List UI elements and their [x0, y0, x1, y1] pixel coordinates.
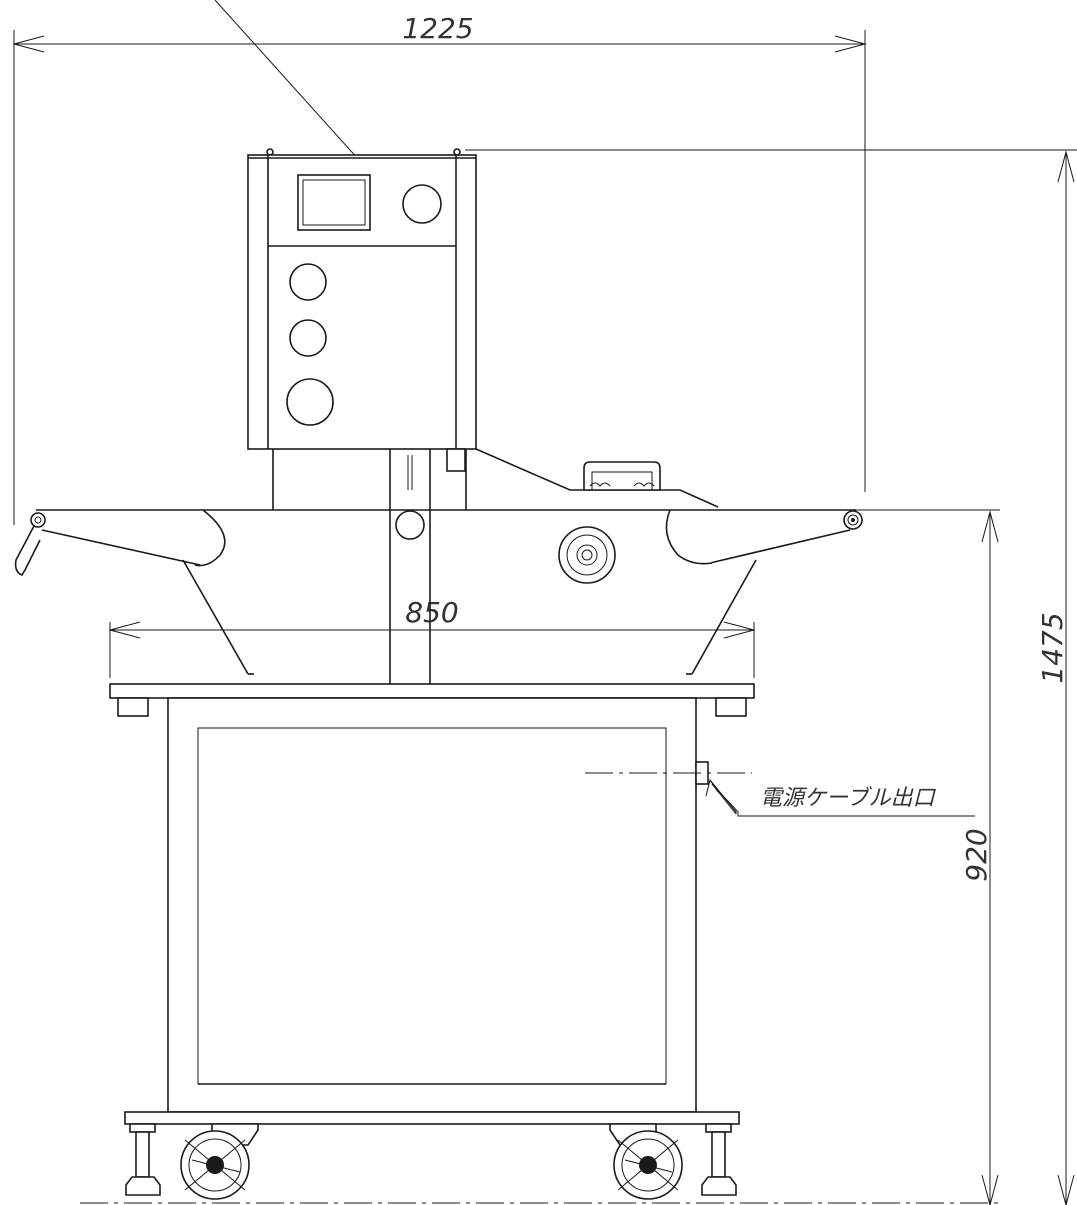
- callout-power-cable: 電源ケーブル出口: [705, 778, 975, 817]
- dimension-label-table-height: 920: [960, 828, 993, 881]
- cabinet-frame: [167, 697, 697, 1113]
- support-column: [272, 448, 467, 684]
- button-2: [289, 319, 327, 357]
- dimension-table-height: 920: [855, 509, 1000, 1205]
- dimension-overall-width: 1225: [12, 12, 867, 525]
- control-cabinet: [247, 148, 477, 450]
- conveyor: [14, 509, 863, 675]
- dimension-label-height: 1475: [1036, 612, 1069, 683]
- emergency-stop-button: [286, 378, 334, 426]
- left-roller: [30, 512, 46, 528]
- button-top: [402, 184, 442, 224]
- caster-right: [609, 1123, 737, 1200]
- touch-screen: [297, 174, 371, 231]
- table-top: [109, 683, 755, 699]
- button-1: [289, 263, 327, 301]
- sensor-arm: [475, 448, 719, 508]
- dimension-overall-height: 1475: [465, 149, 1077, 1205]
- dimension-frame-width: 850: [108, 596, 756, 678]
- dimension-label-frame-width: 850: [405, 596, 458, 629]
- caster-left: [125, 1123, 259, 1200]
- base-table: [109, 683, 755, 1125]
- dimension-label-width: 1225: [402, 12, 473, 45]
- power-cable-outlet-label: 電源ケーブル出口: [760, 786, 937, 811]
